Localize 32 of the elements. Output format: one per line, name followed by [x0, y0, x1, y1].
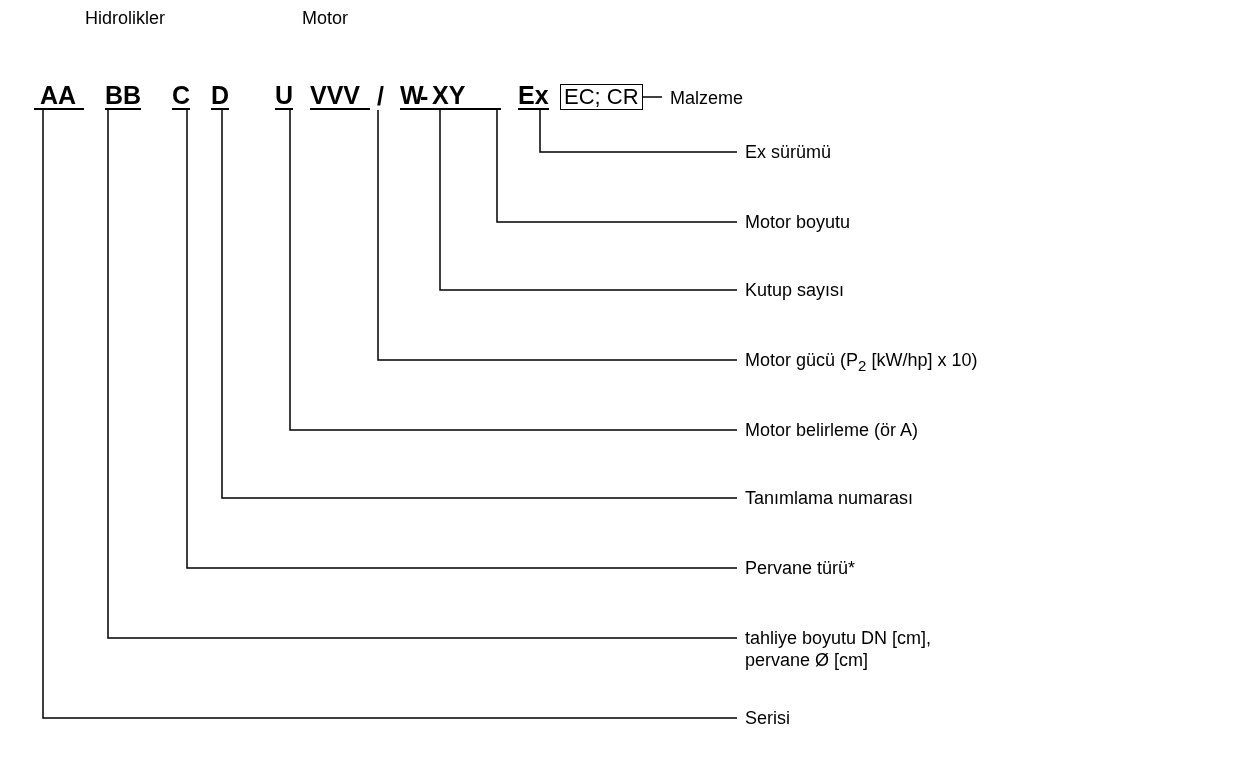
option-box: EC; CR	[560, 84, 643, 110]
description-text: Motor boyutu	[737, 211, 851, 233]
code-segment: AA	[34, 82, 85, 110]
description-text: Kutup sayısı	[737, 279, 845, 301]
code-segment: C	[172, 82, 191, 110]
description-text: Pervane türü*	[737, 557, 856, 579]
leader-line	[439, 109, 738, 291]
leader-line	[496, 109, 738, 223]
leader-line	[289, 109, 738, 431]
description-text: Serisi	[737, 707, 790, 729]
description-text: Tanımlama numarası	[737, 487, 914, 509]
code-segment: D	[211, 82, 230, 110]
code-segment: BB	[105, 82, 142, 110]
leader-line	[42, 109, 738, 719]
separator-symbol: /	[377, 82, 384, 111]
leader-line	[641, 96, 663, 98]
description-text: Motor gücü (P$_{2}$ [kW/hp] x 10)	[737, 349, 978, 377]
leader-line	[221, 109, 738, 499]
group-heading: Motor	[302, 8, 348, 29]
code-segment: Ex	[518, 82, 549, 110]
description-text: Malzeme	[662, 87, 744, 109]
code-segment: U	[275, 82, 294, 110]
group-heading: Hidrolikler	[85, 8, 165, 29]
code-segment: XY	[432, 82, 502, 110]
leader-line	[539, 109, 738, 153]
description-text: tahliye boyutu DN [cm], pervane Ø [cm]	[737, 627, 985, 671]
leader-line	[107, 109, 738, 639]
description-text: Motor belirleme (ör A)	[737, 419, 919, 441]
leader-line	[186, 109, 738, 569]
code-segment: VVV	[310, 82, 371, 110]
leader-line	[377, 109, 738, 361]
description-text: Ex sürümü	[737, 141, 832, 163]
